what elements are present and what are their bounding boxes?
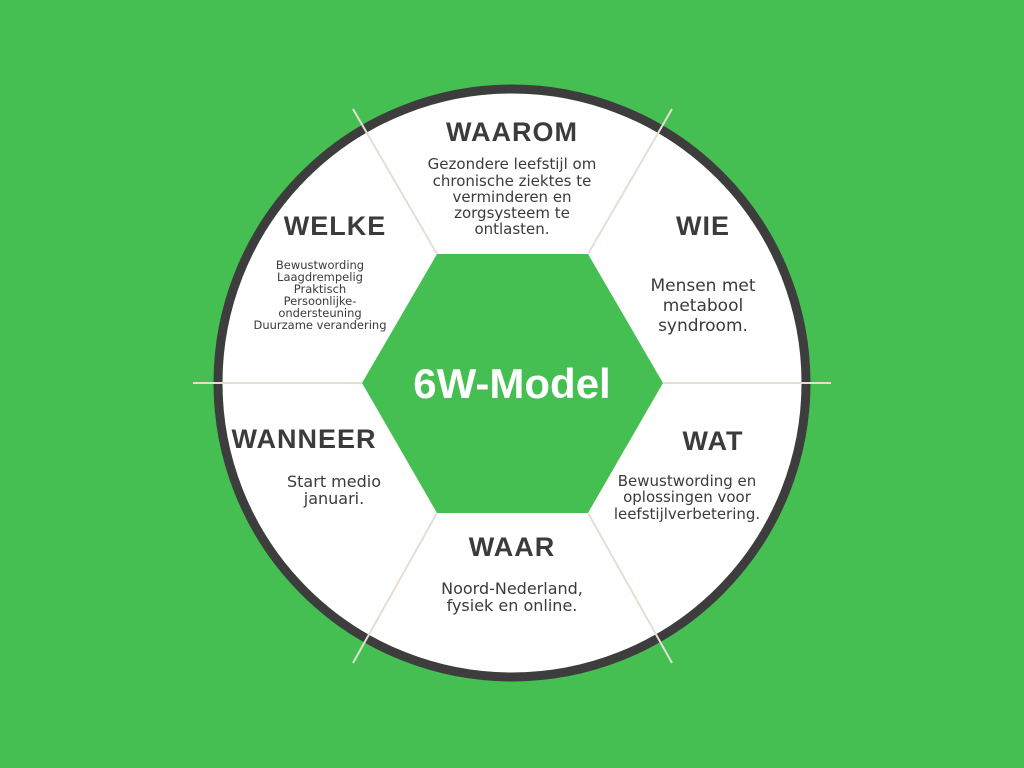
divider-line: [352, 512, 438, 664]
text-line: ontlasten.: [474, 220, 549, 238]
text-line: Start medio: [287, 472, 381, 491]
waar-heading: WAAR: [469, 532, 556, 562]
text-line: Mensen met: [650, 276, 755, 296]
wie-text: Mensen met metabool syndroom.: [650, 276, 755, 336]
text-line: syndroom.: [658, 316, 748, 336]
text-line: Gezondere leefstijl om: [428, 155, 597, 173]
wanneer-text: Start medio januari.: [287, 472, 381, 508]
text-line: leefstijlverbetering.: [614, 505, 760, 523]
text-line: Duurzame verandering: [253, 318, 386, 332]
text-line: Persoonlijke-: [284, 294, 357, 308]
waarom-heading: WAAROM: [446, 117, 578, 147]
divider-line: [352, 108, 438, 255]
divider-lines: [193, 108, 831, 664]
wat-text: Bewustwording en oplossingen voor leefst…: [614, 472, 760, 523]
divider-line: [587, 512, 673, 664]
model-title: 6W-Model: [413, 360, 610, 407]
text-line: metabool: [663, 296, 743, 316]
wanneer-heading: WANNEER: [231, 424, 376, 454]
text-line: zorgsysteem te: [454, 204, 570, 222]
text-line: chronische ziektes te: [433, 172, 592, 190]
text-line: Bewustwording en: [618, 472, 757, 490]
text-line: Laagdrempelig: [277, 270, 363, 284]
waar-text: Noord-Nederland, fysiek en online.: [441, 579, 583, 615]
text-line: oplossingen voor: [623, 488, 752, 506]
text-line: Praktisch: [294, 282, 346, 296]
text-line: fysiek en online.: [447, 596, 578, 615]
text-line: Bewustwording: [276, 258, 364, 272]
text-line: verminderen en: [452, 188, 571, 206]
welke-heading: WELKE: [284, 211, 387, 241]
text-line: januari.: [303, 489, 364, 508]
wie-heading: WIE: [676, 211, 730, 241]
text-line: ondersteuning: [278, 306, 361, 320]
waarom-text: Gezondere leefstijl om chronische ziekte…: [428, 155, 597, 238]
welke-text: Bewustwording Laagdrempelig Praktisch Pe…: [253, 258, 386, 332]
divider-line: [587, 108, 673, 255]
center-hexagon: [362, 254, 663, 513]
text-line: Noord-Nederland,: [441, 579, 583, 598]
wat-heading: WAT: [683, 426, 744, 456]
